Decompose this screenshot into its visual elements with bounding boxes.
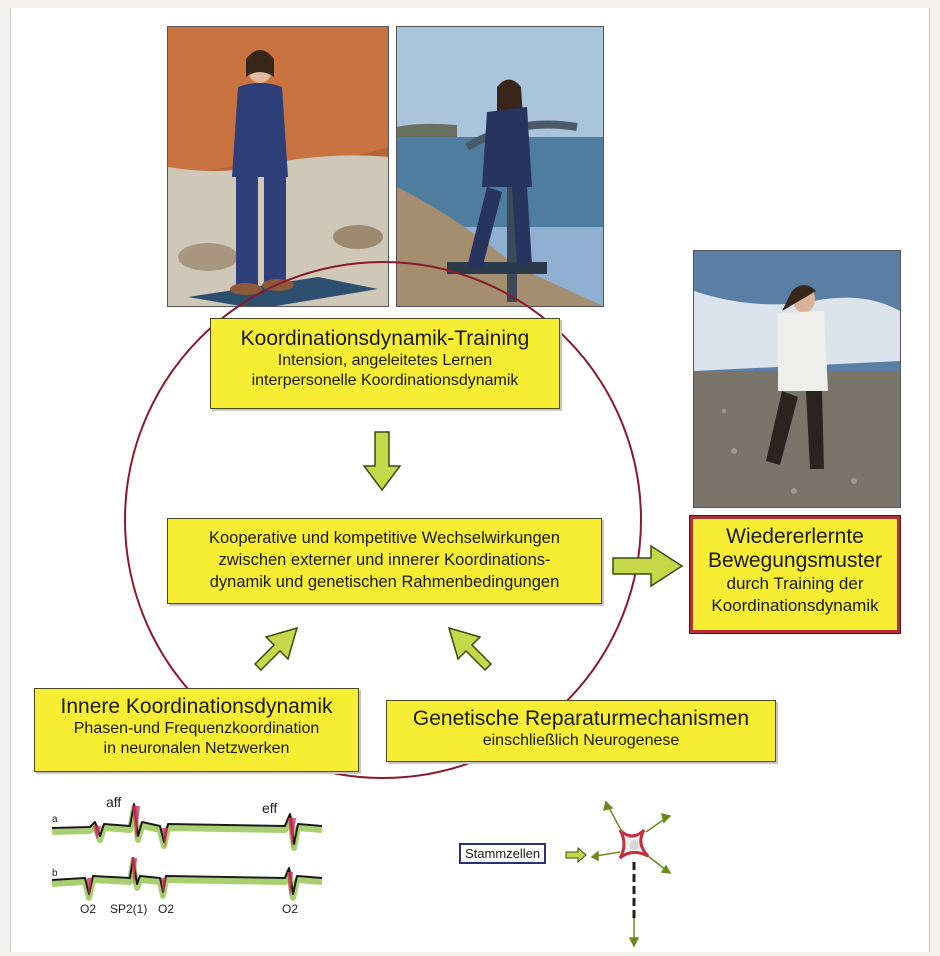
eeg-trace-b — [51, 857, 323, 901]
stemcell-arrow — [565, 846, 587, 864]
box-interactions-line2: zwischen externer und innerer Koordinati… — [218, 551, 551, 569]
box-inner-coordination-line2: in neuronalen Netzwerken — [103, 740, 290, 757]
box-genetic-repair-line1: einschließlich Neurogenese — [482, 732, 680, 749]
box-relearned-line3: durch Training der — [726, 574, 864, 593]
box-relearned-patterns: Wiedererlernte Bewegungsmuster durch Tra… — [689, 515, 901, 634]
stemcells-label: Stammzellen — [459, 843, 547, 864]
box-interactions-line3: dynamik und genetischen Rahmenbedingunge… — [209, 573, 560, 591]
box-coordination-training-line1: Intension, angeleitetes Lernen — [277, 352, 493, 369]
eeg-label-a: a — [52, 814, 58, 825]
photo-beach-machine — [396, 26, 604, 307]
box-inner-coordination: Innere Koordinationsdynamik Phasen-und F… — [34, 688, 359, 772]
photo-balance-board — [167, 26, 389, 307]
arrow-down — [362, 431, 402, 492]
box-inner-coordination-title: Innere Koordinationsdynamik — [60, 695, 333, 718]
eeg-trace-a — [51, 803, 323, 851]
box-relearned-line4: Koordinationsdynamik — [711, 596, 879, 615]
neuron-icon — [590, 800, 672, 948]
box-relearned-line2: Bewegungsmuster — [708, 549, 882, 572]
eeg-marker-o2-1: O2 — [80, 902, 97, 916]
box-coordination-training: Koordinationsdynamik-Training Intension,… — [210, 318, 560, 409]
feedback-circle — [124, 261, 642, 779]
box-relearned-line1: Wiedererlernte — [726, 525, 864, 548]
arrow-up-left — [447, 626, 493, 672]
eeg-marker-o2-3: O2 — [282, 902, 299, 916]
eeg-marker-sp2: SP2(1) — [110, 902, 148, 916]
box-inner-coordination-line1: Phasen-und Frequenzkoordination — [73, 720, 320, 737]
box-interactions-line1: Kooperative und kompetitive Wechselwirku… — [209, 529, 560, 547]
eeg-label-eff: eff — [262, 800, 278, 816]
eeg-marker-o2-2: O2 — [158, 902, 175, 916]
arrow-right — [612, 544, 684, 588]
box-coordination-training-title: Koordinationsdynamik-Training — [240, 327, 530, 350]
eeg-label-aff: aff — [106, 794, 122, 810]
box-interactions: Kooperative und kompetitive Wechselwirku… — [167, 518, 602, 604]
eeg-label-b: b — [52, 868, 58, 879]
photo-beach-walking — [693, 250, 901, 508]
box-genetic-repair-title: Genetische Reparaturmechanismen — [412, 707, 750, 730]
box-coordination-training-line2: interpersonelle Koordinationsdynamik — [251, 372, 519, 389]
arrow-up-right — [253, 626, 299, 672]
box-genetic-repair: Genetische Reparaturmechanismen einschli… — [386, 700, 776, 762]
